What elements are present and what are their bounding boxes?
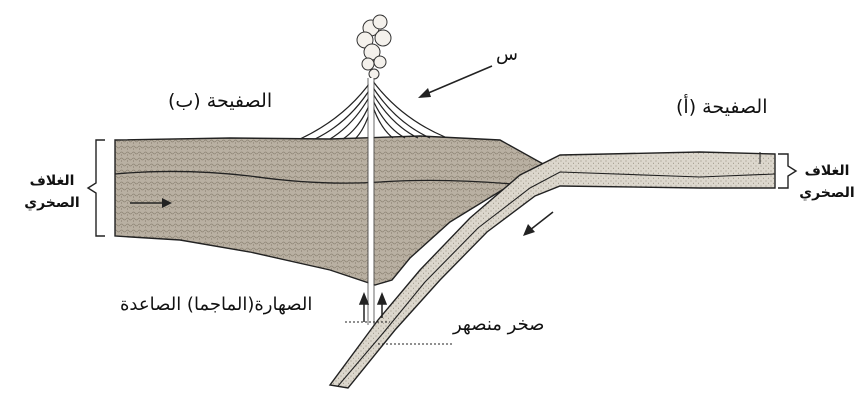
lithosphere-right-line1: الغلاف [796,160,858,182]
lithosphere-right-line2: الصخري [796,182,858,204]
x-marker-label: س [496,44,518,65]
plate-a-motion-arrow [523,212,553,236]
plate-a-label: الصفيحة (أ) [676,96,767,118]
eruption-cloud [357,15,391,79]
lithosphere-right-label: الغلاف الصخري [796,160,858,204]
plate-b-label: الصفيحة (ب) [168,90,272,112]
right-brace [778,154,796,188]
melted-rock-label: صخر منصهر [453,314,544,335]
lithosphere-left-label: الغلاف الصخري [22,170,82,214]
x-pointer-arrow [418,66,492,98]
magma-label: الصهارة(الماجما) الصاعدة [120,294,312,315]
lithosphere-left-line2: الصخري [22,192,82,214]
left-brace [88,140,105,236]
lithosphere-left-line1: الغلاف [22,170,82,192]
